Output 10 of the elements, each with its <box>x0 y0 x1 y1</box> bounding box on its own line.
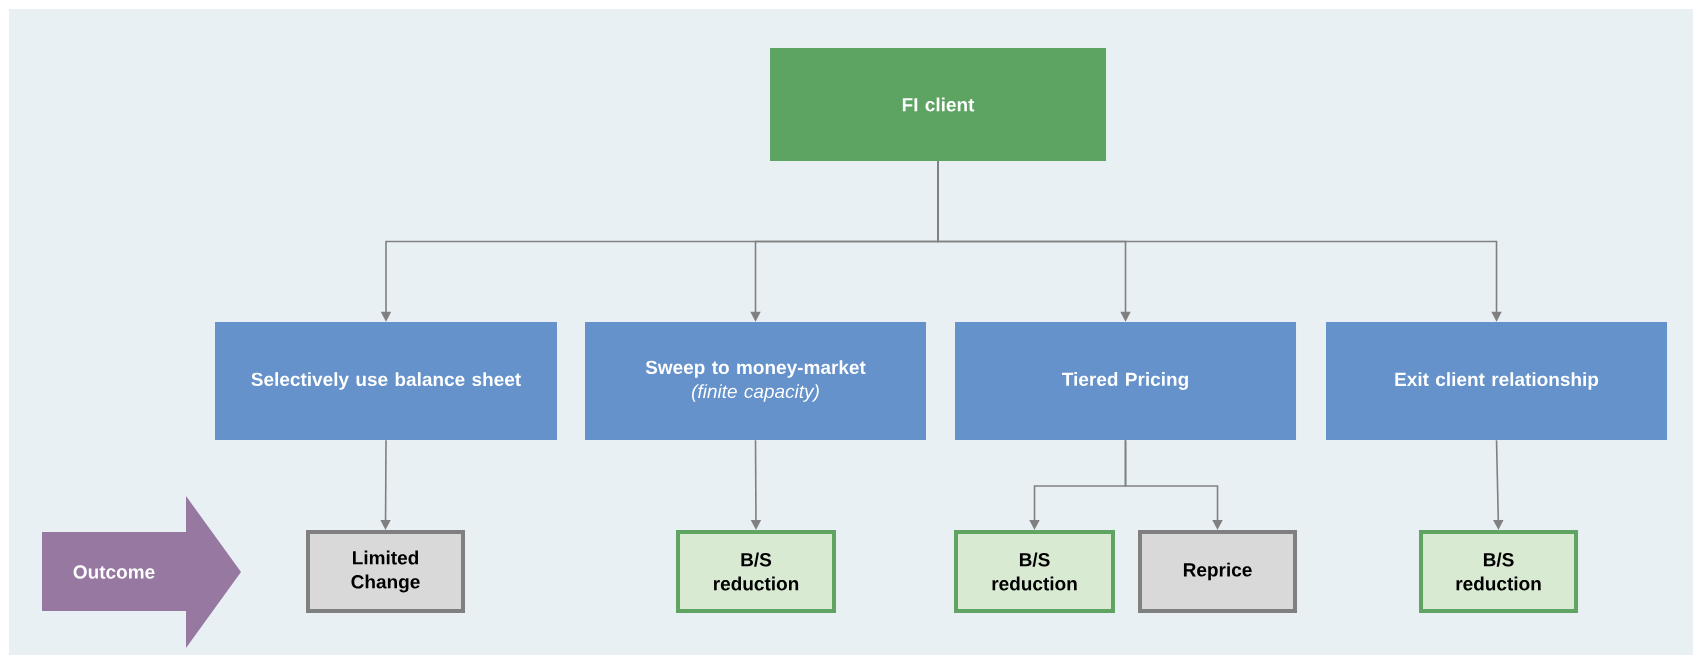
outcome-box: B/S reduction <box>676 530 836 613</box>
outcome-box: Reprice <box>1138 530 1297 613</box>
outcome-box: B/S reduction <box>954 530 1115 613</box>
outcome-box: Limited Change <box>306 530 465 613</box>
option-box: Sweep to money-market (finite capacity) <box>585 322 926 440</box>
outcome-box: B/S reduction <box>1419 530 1578 613</box>
option-box: Exit client relationship <box>1326 322 1667 440</box>
process-box: FI client <box>770 48 1106 161</box>
option-box: Selectively use balance sheet <box>215 322 557 440</box>
option-box: Tiered Pricing <box>955 322 1296 440</box>
